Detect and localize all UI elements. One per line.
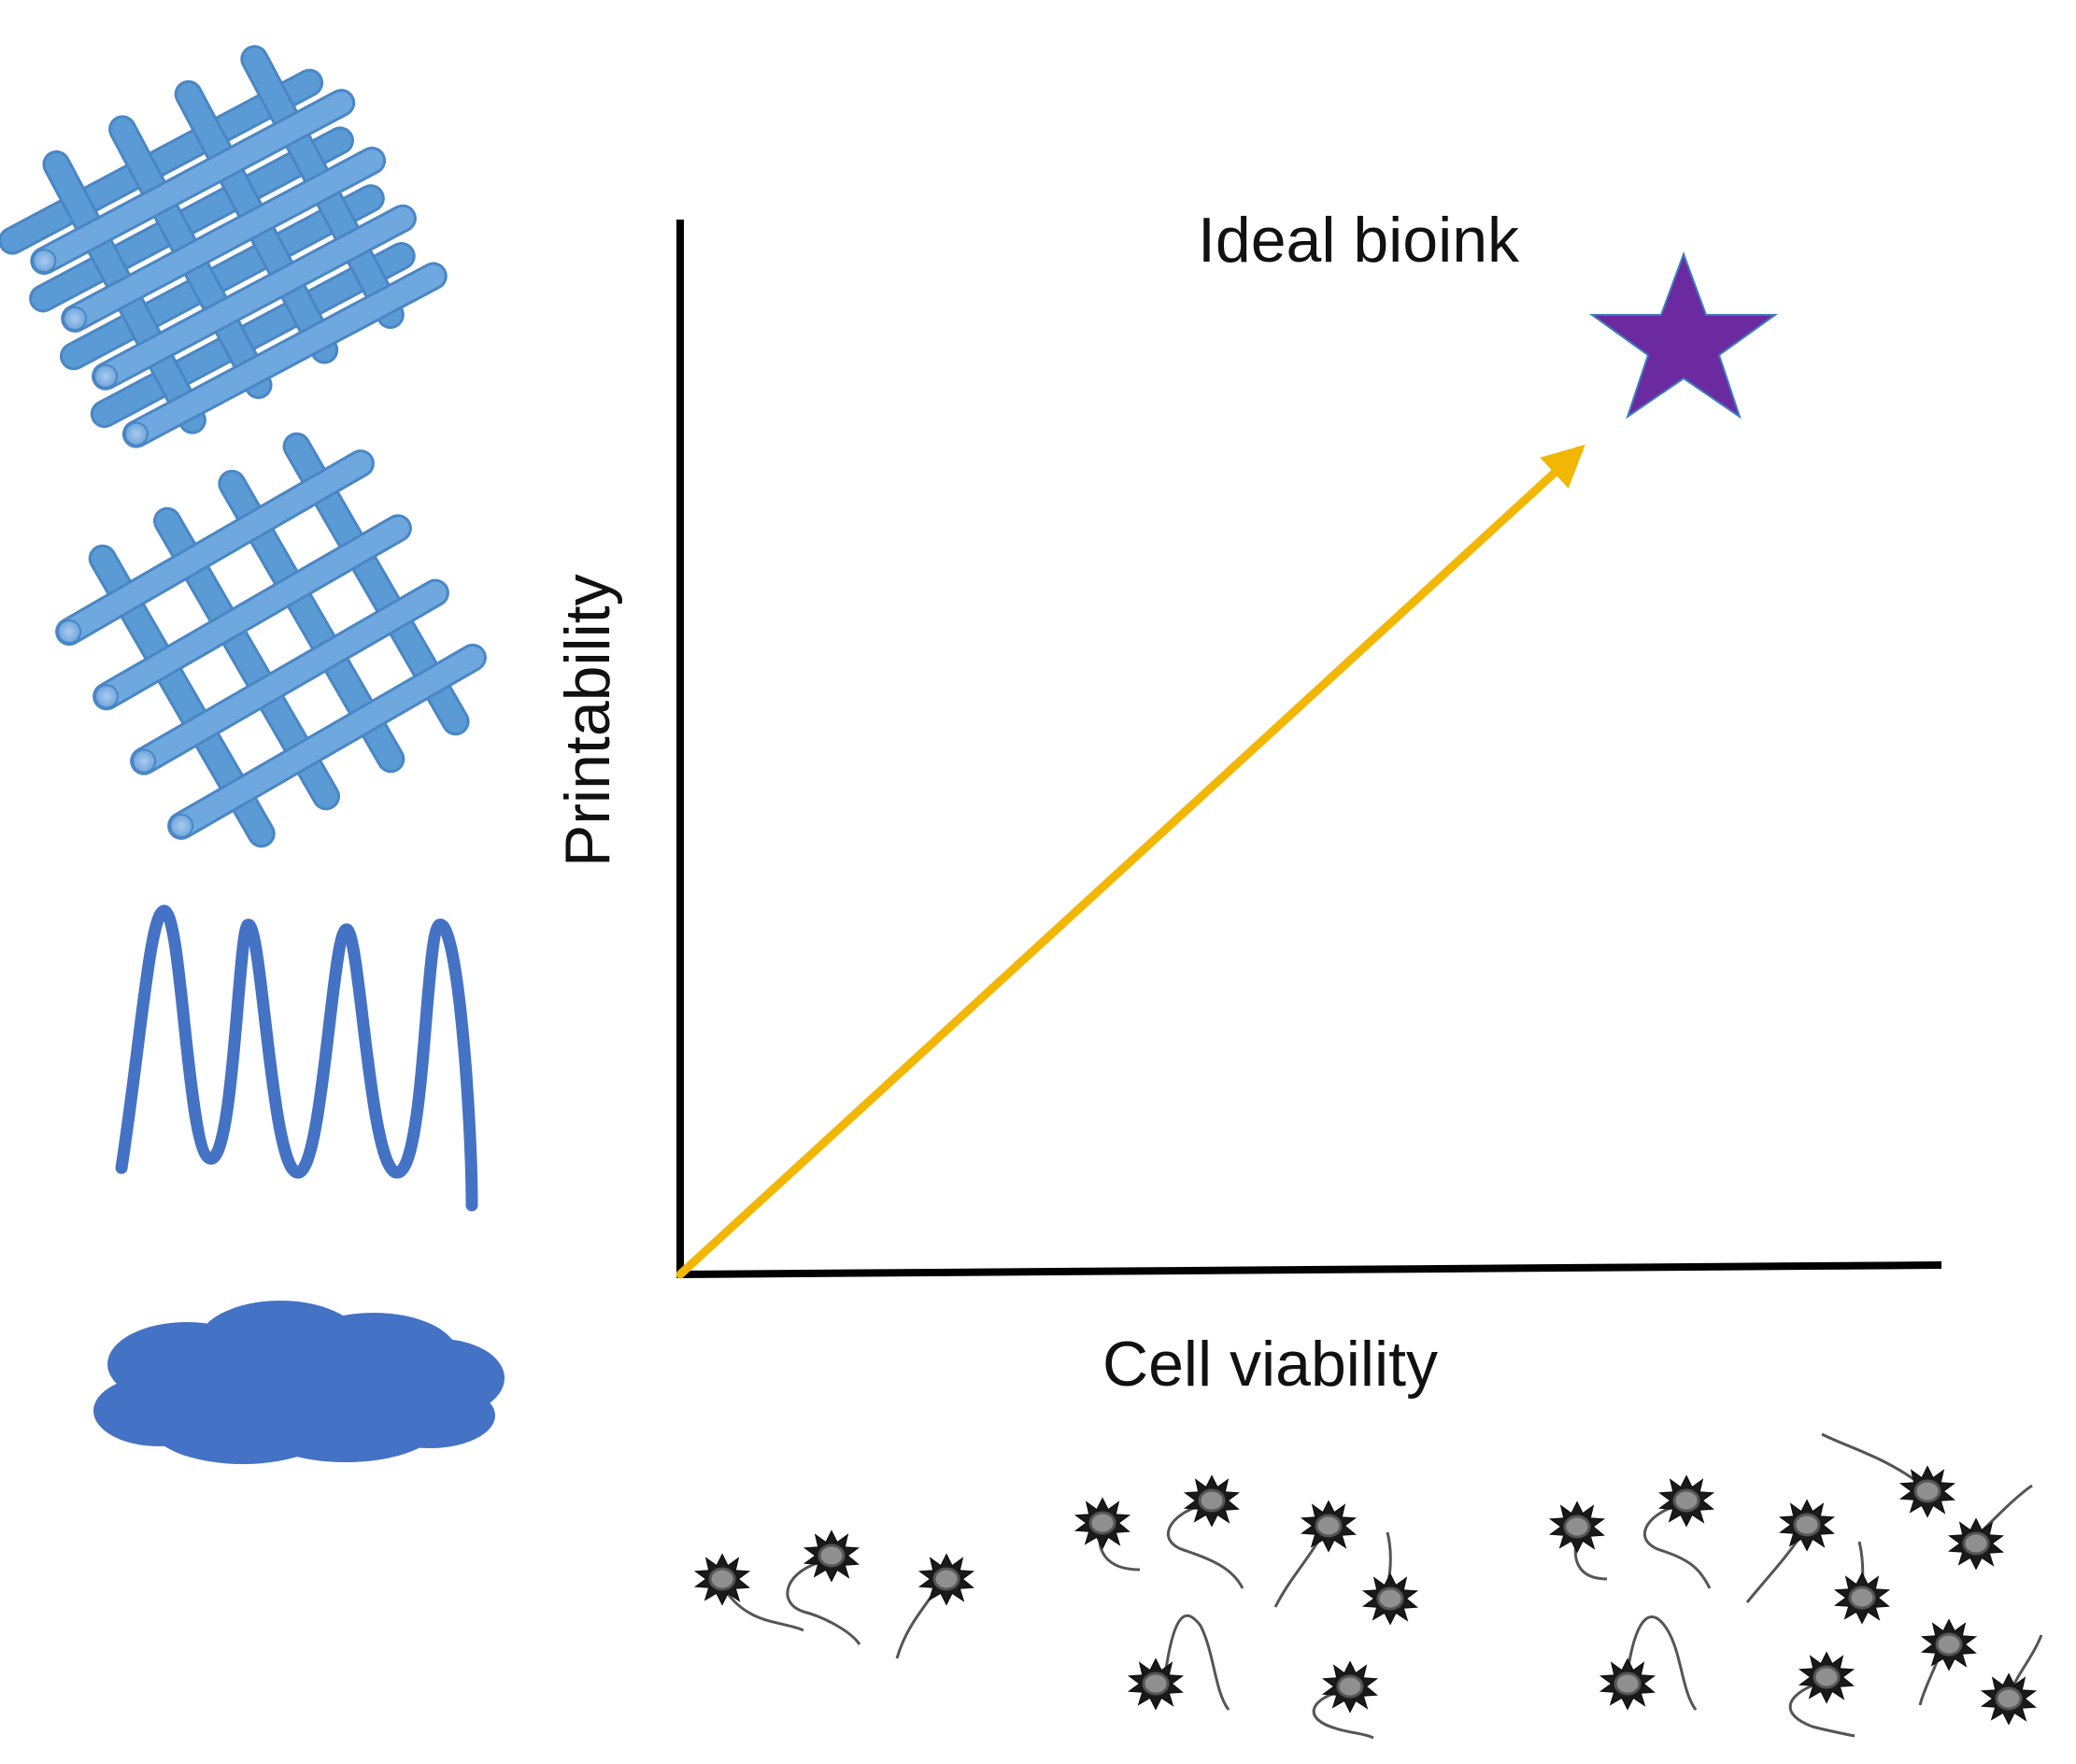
y-axis-label: Printability (552, 574, 623, 867)
many-cells-icon (1549, 1432, 2043, 1738)
zigzag-filament-icon (115, 904, 478, 1212)
axes (675, 220, 1942, 1278)
stacked-grid-scaffold-icon (0, 45, 448, 448)
goal-label: Ideal bioink (1198, 205, 1520, 276)
grid-scaffold-icon (55, 432, 487, 848)
x-axis-label: Cell viability (1102, 1329, 1438, 1400)
x-axis (675, 1261, 1942, 1278)
few-cells-icon (694, 1529, 974, 1659)
star-icon (1588, 251, 1779, 420)
blob-icon (93, 1301, 505, 1464)
medium-cells-icon (1074, 1474, 1418, 1740)
arrow-icon (675, 444, 1585, 1279)
